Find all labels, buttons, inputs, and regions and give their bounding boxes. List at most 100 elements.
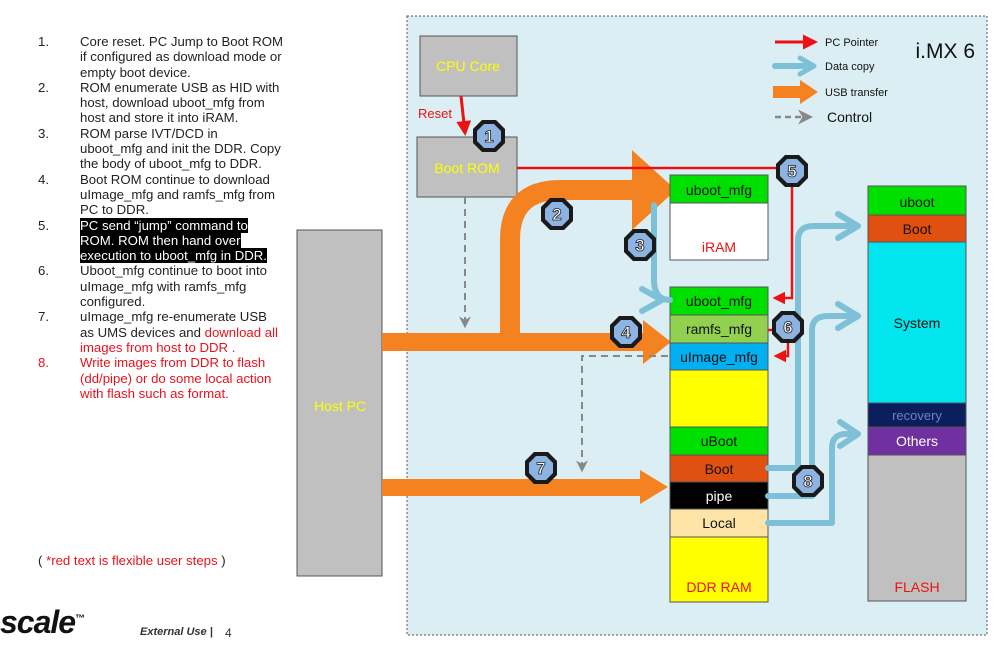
step-text: ROM enumerate USB as HID with host, down… <box>80 79 280 126</box>
flash-label: FLASH <box>894 579 939 595</box>
ddr-ramfs-mfg-block <box>669 314 769 344</box>
boot-rom-label: Boot ROM <box>434 160 499 176</box>
step-item: 2. ROM enumerate USB as HID with host, do… <box>38 80 283 126</box>
copy-boot-to-flash <box>765 223 861 471</box>
page-number: 4 <box>225 626 232 640</box>
legend-usb-transfer-arrow <box>773 86 803 98</box>
brand-text: scale <box>0 604 76 640</box>
step-item: 7. uImage_mfg re-enumerate USB as UMS dev… <box>38 309 283 355</box>
note-open: ( <box>38 553 47 568</box>
step-item: 6.Uboot_mfg continue to boot into uImage… <box>38 263 283 309</box>
usb-flow-images-head <box>640 470 668 504</box>
step-marker-4-label: 4 <box>621 323 631 342</box>
iram-label: iRAM <box>702 239 736 255</box>
pc-jump-to-uboot-mfg <box>517 166 794 305</box>
step-marker-6-label: 6 <box>783 318 792 337</box>
step-marker-8-label: 8 <box>803 472 812 491</box>
legend-control-label: Control <box>827 109 872 125</box>
flash-uboot-block <box>867 185 967 216</box>
flash-others-label: Others <box>896 433 938 449</box>
control-uimage-to-usb <box>576 355 668 473</box>
step-number: 8. <box>38 355 49 371</box>
ddr-label: DDR RAM <box>686 579 751 595</box>
footer-label-text: External Use <box>140 626 207 638</box>
footer-separator: | <box>209 626 213 638</box>
step-marker-3: 3 <box>624 229 656 261</box>
ddr-uimage-mfg-block <box>669 342 769 371</box>
step-text: ROM parse IVT/DCD in uboot_mfg and init … <box>80 125 281 172</box>
step-marker-3-label: 3 <box>635 236 644 255</box>
step-marker-1-label: 1 <box>484 127 493 146</box>
reset-label: Reset <box>418 106 452 121</box>
trademark-mark: ™ <box>75 613 85 625</box>
step-markers: 1 2 3 4 5 6 7 <box>473 120 824 497</box>
step-number: 6. <box>38 263 49 279</box>
usb-flow-to-iram-head <box>632 150 676 230</box>
ddr-uboot-label: uBoot <box>701 433 738 449</box>
step-number: 4. <box>38 171 49 187</box>
legend-data-copy-label: Data copy <box>825 61 875 73</box>
ddr-uimage-mfg-label: uImage_mfg <box>680 349 758 365</box>
control-flows <box>459 197 668 473</box>
ddr-ramfs-mfg-label: ramfs_mfg <box>686 321 752 337</box>
step-marker-7-label: 7 <box>536 459 545 478</box>
step-text: Core reset. PC Jump to Boot ROM if confi… <box>80 34 284 80</box>
step-item: 3. ROM parse IVT/DCD in uboot_mfg and ini… <box>38 126 283 172</box>
step-text: PC send “jump” command to ROM. ROM then … <box>80 217 267 264</box>
usb-flow-images-to-ddr <box>382 479 646 496</box>
legend-usb-transfer-label: USB transfer <box>825 87 888 99</box>
ddr-boot-block <box>669 454 769 483</box>
step-marker-7: 7 <box>525 452 557 484</box>
step-text: uImage_mfg re-enumerate USB as UMS devic… <box>80 309 267 340</box>
ddr-uboot-mfg-block <box>669 286 769 316</box>
usb-flow-to-ddr-head <box>643 320 671 364</box>
iram-uboot-mfg-label: uboot_mfg <box>686 182 752 198</box>
ddr-local-label: Local <box>702 515 735 531</box>
step-marker-2-label: 2 <box>552 205 561 224</box>
step-marker-2: 2 <box>541 198 573 230</box>
reset-arrow <box>456 95 472 136</box>
legend: PC Pointer Data copy USB transfer Contro… <box>772 34 888 125</box>
step-text: Write images from DDR to flash (dd/pipe)… <box>80 355 272 401</box>
step-text-flexible: download all images from host to DDR . <box>80 324 278 355</box>
flexible-steps-note: ( *red text is flexible user steps ) <box>38 553 226 568</box>
step-item-highlighted: 5. PC send “jump” command to ROM. ROM the… <box>38 217 283 264</box>
step-number: 5. <box>38 217 49 233</box>
step-number: 1. <box>38 34 49 49</box>
step-item: 4.Boot ROM continue to download uImage_m… <box>38 172 283 218</box>
flash-boot-label: Boot <box>903 221 932 237</box>
chip-title: i.MX 6 <box>915 40 975 63</box>
footer-label: External Use | <box>140 626 213 638</box>
usb-flow-to-iram <box>500 180 640 342</box>
step-marker-5-label: 5 <box>787 162 796 181</box>
step-item-flexible: 8. Write images from DDR to flash (dd/pip… <box>38 355 283 401</box>
step-item: 1. Core reset. PC Jump to Boot ROM if con… <box>38 34 283 80</box>
flash-uboot-label: uboot <box>899 194 934 210</box>
flash-recovery-label: recovery <box>892 408 942 423</box>
step-number: 3. <box>38 125 49 141</box>
step-marker-6: 6 <box>772 311 804 343</box>
usb-transfer-flows <box>382 150 676 504</box>
step-marker-1: 1 <box>473 120 505 152</box>
ddr-uboot-block <box>669 426 769 456</box>
iram-uboot-mfg-block <box>669 174 769 204</box>
step-marker-4: 4 <box>610 316 642 348</box>
steps-list: 1. Core reset. PC Jump to Boot ROM if con… <box>38 34 283 401</box>
usb-flow-to-ddr <box>382 333 650 351</box>
flash-boot-block <box>867 214 967 243</box>
data-copy-flows <box>639 202 861 526</box>
ddr-boot-label: Boot <box>705 461 734 477</box>
note-text: *red text is flexible user steps <box>46 553 218 568</box>
host-pc-label: Host PC <box>314 398 366 414</box>
boot-rom-box <box>416 136 518 198</box>
copy-pipe-to-system <box>765 313 861 499</box>
step-number: 7. <box>38 309 49 325</box>
note-close: ) <box>217 553 226 568</box>
step-marker-8: 8 <box>792 465 824 497</box>
flash-system-block <box>867 241 967 404</box>
host-pc-box <box>296 229 383 577</box>
step-number: 2. <box>38 79 49 95</box>
step-marker-5: 5 <box>776 155 808 187</box>
cpu-core-box <box>419 35 518 97</box>
